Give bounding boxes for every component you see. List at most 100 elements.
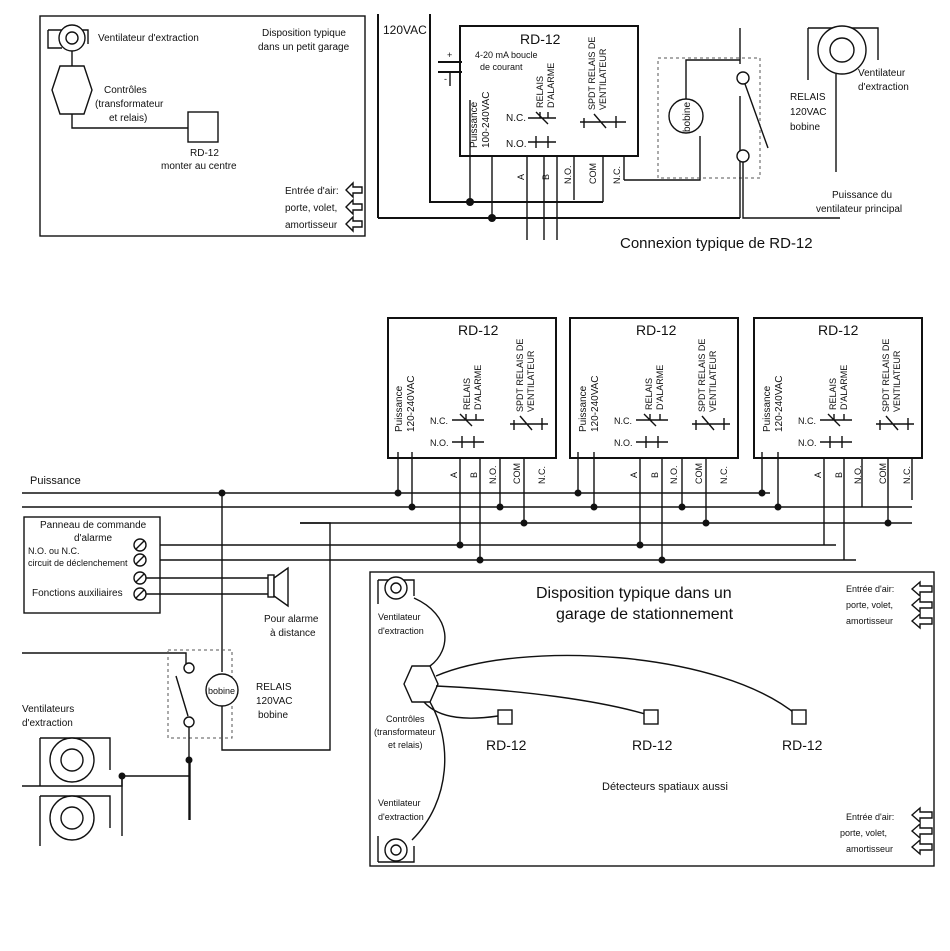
plus-label: + <box>447 50 452 60</box>
fans-label-2: d'extraction <box>22 718 73 729</box>
rd12-sensor-box <box>791 709 807 725</box>
alarm-horn-icon <box>267 566 289 608</box>
air-top-2: porte, volet, <box>846 600 893 610</box>
term-nc: N.C. <box>612 166 622 184</box>
module-term-no: N.O. <box>488 465 498 484</box>
module-alarm-1: RELAIS <box>644 378 654 410</box>
relay-switch-icon <box>175 675 189 717</box>
air-top-3: amortisseur <box>846 616 893 626</box>
module-term-a: A <box>449 472 459 478</box>
terminal-screw-icon <box>133 538 147 552</box>
fan-label-1: Ventilateur <box>858 68 906 79</box>
air-inlet-3: amortisseur <box>285 220 338 231</box>
parking-title-2: garage de stationnement <box>556 606 734 623</box>
arrow-icon <box>910 822 933 840</box>
rd12-module <box>459 25 639 157</box>
rd12-label: RD-12 <box>632 737 673 753</box>
parking-garage-panel: Disposition typique dans un garage de st… <box>369 571 935 867</box>
relay-switch-icon <box>744 83 769 149</box>
bus-wires <box>22 452 913 751</box>
relay-dashed-frame <box>657 57 761 179</box>
module-term-no: N.O. <box>853 465 863 484</box>
rd12-sensor-box <box>643 709 659 725</box>
module-term-com: COM <box>694 463 704 484</box>
mainpower-label-2: ventilateur principal <box>816 204 902 215</box>
fan-bottom-label-1: Ventilateur <box>378 798 421 808</box>
module-title: RD-12 <box>818 322 859 338</box>
fan-bottom-label-2: d'extraction <box>378 812 424 822</box>
module-term-com: COM <box>878 463 888 484</box>
rd12-label: RD-12 <box>190 148 219 159</box>
mainpower-label-1: Puissance du <box>832 190 892 201</box>
spdt-label-2: VENTILATEUR <box>598 48 608 110</box>
small-garage-panel: Ventilateur d'extraction Disposition typ… <box>39 15 366 237</box>
current-loop-1: 4-20 mA boucle <box>475 50 538 60</box>
module-power-1: Puissance <box>762 385 773 432</box>
module-term-b: B <box>650 472 660 478</box>
relay-label-1: RELAIS <box>256 682 292 693</box>
extraction-fan-icon <box>377 576 415 604</box>
bobine-coil-icon <box>205 673 239 707</box>
module-title: RD-12 <box>636 322 677 338</box>
rd12-module-2: RD-12 Puissance 120-240VAC RELAIS D'ALAR… <box>569 317 739 484</box>
bobine-label: bobine <box>682 102 693 132</box>
controls-label-3: et relais) <box>109 113 147 124</box>
arrow-icon <box>910 612 933 630</box>
module-spdt-1: SPDT RELAIS DE <box>881 339 891 412</box>
extraction-fan-icon <box>39 795 111 846</box>
module-no: N.O. <box>798 438 817 448</box>
term-a: A <box>516 174 526 180</box>
rd12-label: RD-12 <box>486 737 527 753</box>
extraction-fan-icon <box>39 737 111 786</box>
module-power-2: 120-240VAC <box>774 375 785 432</box>
air-top-1: Entrée d'air: <box>846 584 894 594</box>
typical-connection: 120VAC RD-12 + - 4-20 mA boucle de coura… <box>377 14 909 252</box>
controls-label-1: Contrôles <box>386 714 425 724</box>
no-label: N.O. <box>506 139 527 150</box>
term-com: COM <box>588 163 598 184</box>
module-term-no: N.O. <box>669 465 679 484</box>
air-bottom-2: porte, volet, <box>840 828 887 838</box>
terminal-screw-icon <box>133 571 147 585</box>
module-alarm-2: D'ALARME <box>473 365 483 410</box>
extraction-fan-icon <box>377 836 415 863</box>
controls-label-3: et relais) <box>388 740 423 750</box>
fans-label-1: Ventilateurs <box>22 704 74 715</box>
panel-label-2: d'alarme <box>74 533 112 544</box>
bobine-label: bobine <box>208 686 235 696</box>
panel-aux: Fonctions auxiliaires <box>32 588 123 599</box>
arrow-icon <box>910 806 933 824</box>
fan-top-label-2: d'extraction <box>378 626 424 636</box>
power-bus-label: Puissance <box>30 475 81 487</box>
rd12-module-1: RD-12 Puissance 120-240VAC RELAIS D'ALAR… <box>387 317 557 484</box>
module-no: N.O. <box>430 438 449 448</box>
minus-label: - <box>444 74 447 84</box>
air-inlet-2: porte, volet, <box>285 203 337 214</box>
extraction-fan-icon <box>47 24 89 52</box>
relay-label-2: 120VAC <box>790 107 827 118</box>
rd12-label: RD-12 <box>782 737 823 753</box>
module-spdt-2: VENTILATEUR <box>892 350 902 412</box>
module-power-1: Puissance <box>578 385 589 432</box>
fan-top-label-1: Ventilateur <box>378 612 421 622</box>
vac-label: 120VAC <box>383 23 427 37</box>
term-no: N.O. <box>563 165 573 184</box>
panel-nonc: N.O. ou N.C. <box>28 546 80 556</box>
module-term-nc: N.C. <box>719 466 729 484</box>
module-spdt-1: SPDT RELAIS DE <box>515 339 525 412</box>
arrow-icon <box>345 181 363 199</box>
terminal-screw-icon <box>133 553 147 567</box>
module-power-1: Puissance <box>394 385 405 432</box>
fan-label-2: d'extraction <box>858 82 909 93</box>
detectors-label: Détecteurs spatiaux aussi <box>602 781 728 793</box>
controls-hexagon <box>51 65 93 115</box>
arrow-icon <box>345 215 363 233</box>
relay-label-3: bobine <box>790 122 820 133</box>
air-bottom-1: Entrée d'air: <box>846 812 894 822</box>
module-power-2: 120-240VAC <box>406 375 417 432</box>
fan-label: Ventilateur d'extraction <box>98 33 199 44</box>
module-term-nc: N.C. <box>537 466 547 484</box>
nc-label: N.C. <box>506 113 526 124</box>
module-title: RD-12 <box>458 322 499 338</box>
air-bottom-3: amortisseur <box>846 844 893 854</box>
